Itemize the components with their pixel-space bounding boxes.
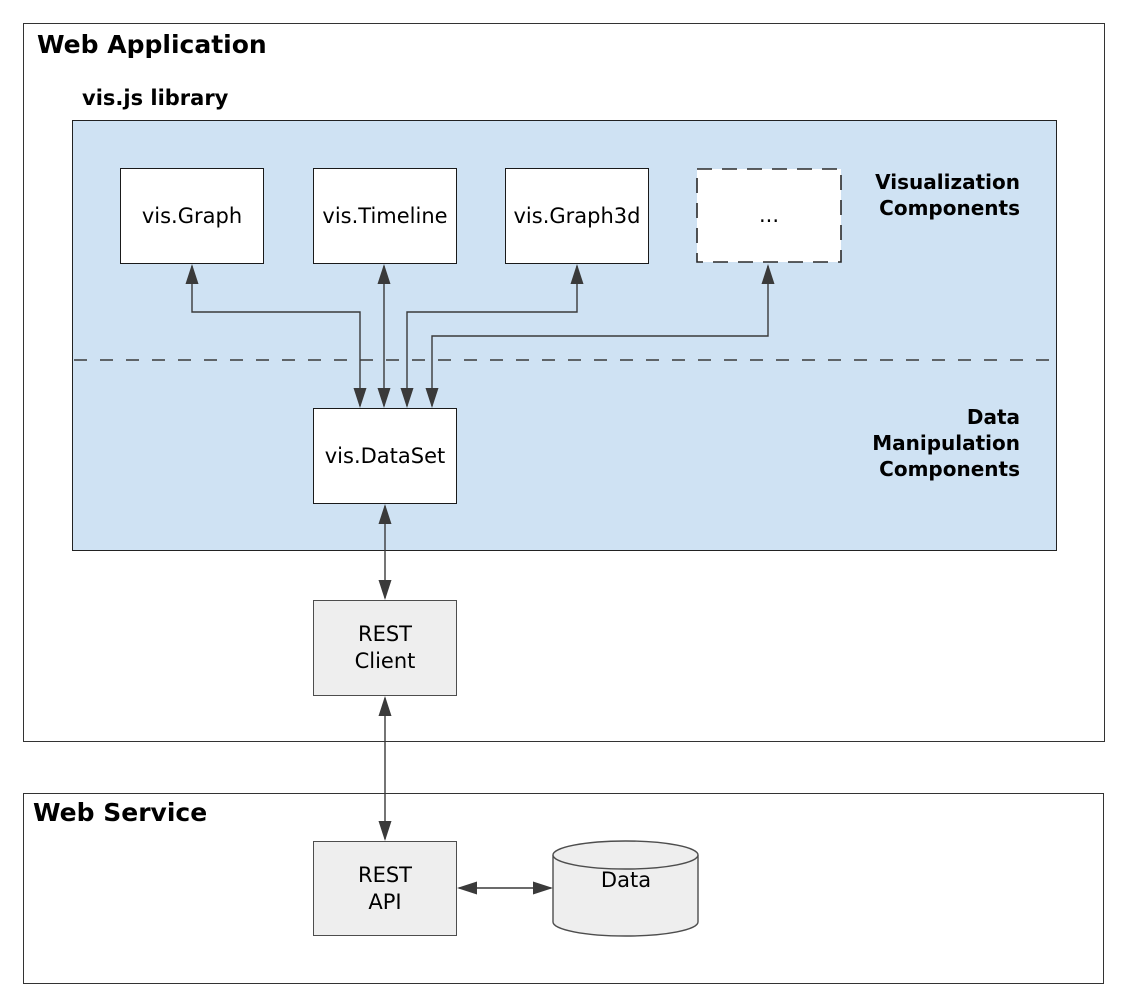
dashed-border [696, 168, 842, 263]
data-store-label: Data [600, 868, 652, 892]
rest-api-label-line2: API [368, 889, 402, 914]
rest-client-label-line2: Client [354, 649, 416, 673]
annotation-line: Components [879, 196, 1020, 220]
annotation-line: Data [966, 405, 1020, 429]
vis-graph-box: vis.Graph [120, 168, 264, 264]
visjs-library-label: vis.js library [82, 86, 229, 110]
rest-client-box: REST Client [313, 600, 457, 696]
vis-graph3d-label: vis.Graph3d [513, 203, 641, 228]
more-components-box: ... [696, 168, 842, 263]
annotation-line: Manipulation [872, 431, 1020, 455]
rest-client-label-line1: REST [357, 622, 413, 646]
vis-dataset-label: vis.DataSet [324, 443, 446, 468]
visualization-components-annotation: Visualization Components [875, 169, 1020, 221]
vis-timeline-label: vis.Timeline [322, 203, 448, 228]
rest-api-box: REST API [313, 841, 457, 936]
vis-graph3d-box: vis.Graph3d [505, 168, 649, 264]
data-manipulation-annotation: Data Manipulation Components [872, 404, 1020, 482]
web-service-title: Web Service [33, 798, 208, 827]
web-application-title: Web Application [37, 30, 267, 59]
vis-dataset-box: vis.DataSet [313, 408, 457, 504]
more-components-label: ... [758, 203, 780, 227]
annotation-line: Components [879, 457, 1020, 481]
vis-timeline-box: vis.Timeline [313, 168, 457, 264]
annotation-line: Visualization [875, 170, 1020, 194]
vis-graph-label: vis.Graph [141, 203, 243, 228]
rest-api-label-line1: REST [357, 862, 413, 887]
